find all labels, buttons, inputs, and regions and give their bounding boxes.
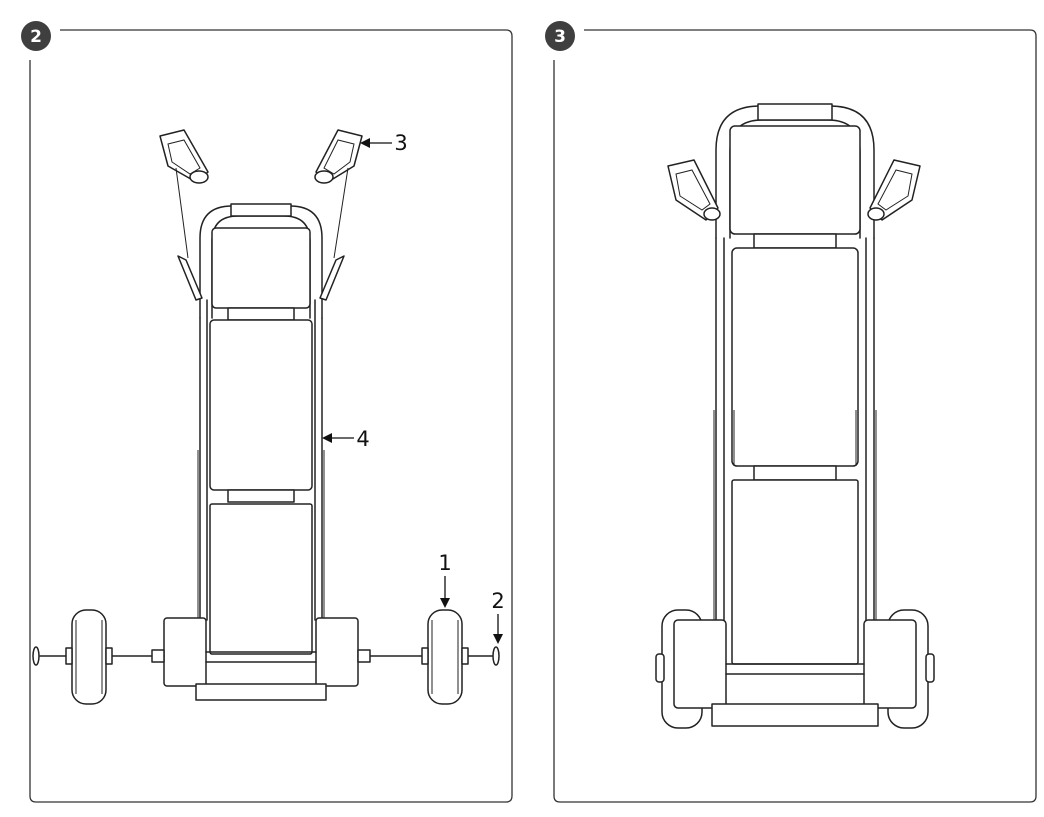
callout-3: 3 xyxy=(360,131,408,155)
step-3-panel: 3 xyxy=(545,21,1037,803)
step-2-frame xyxy=(29,29,513,803)
callout-4: 4 xyxy=(322,427,370,451)
hand-truck-exploded xyxy=(32,129,500,705)
step-2-badge: 2 xyxy=(21,21,51,51)
callout-1: 1 xyxy=(438,551,452,608)
step-3-badge-circle xyxy=(545,21,575,51)
step-3-badge: 3 xyxy=(545,21,575,51)
wheel-part-1 xyxy=(427,609,463,705)
step-3-badge-number: 3 xyxy=(554,27,566,47)
callout-3-label: 3 xyxy=(394,131,407,155)
step-2-badge-circle xyxy=(21,21,51,51)
hand-truck-assembled xyxy=(655,103,935,729)
axle-cap-part-2 xyxy=(492,646,500,666)
step-2-badge-number: 2 xyxy=(30,27,42,47)
callout-1-label: 1 xyxy=(438,551,451,575)
side-handles-part-3 xyxy=(159,129,363,259)
step-3-frame xyxy=(553,29,1037,803)
callout-4-label: 4 xyxy=(356,427,369,451)
callout-2-label: 2 xyxy=(491,589,504,613)
callout-2: 2 xyxy=(491,589,505,644)
step-2-panel: 2 xyxy=(21,21,513,803)
